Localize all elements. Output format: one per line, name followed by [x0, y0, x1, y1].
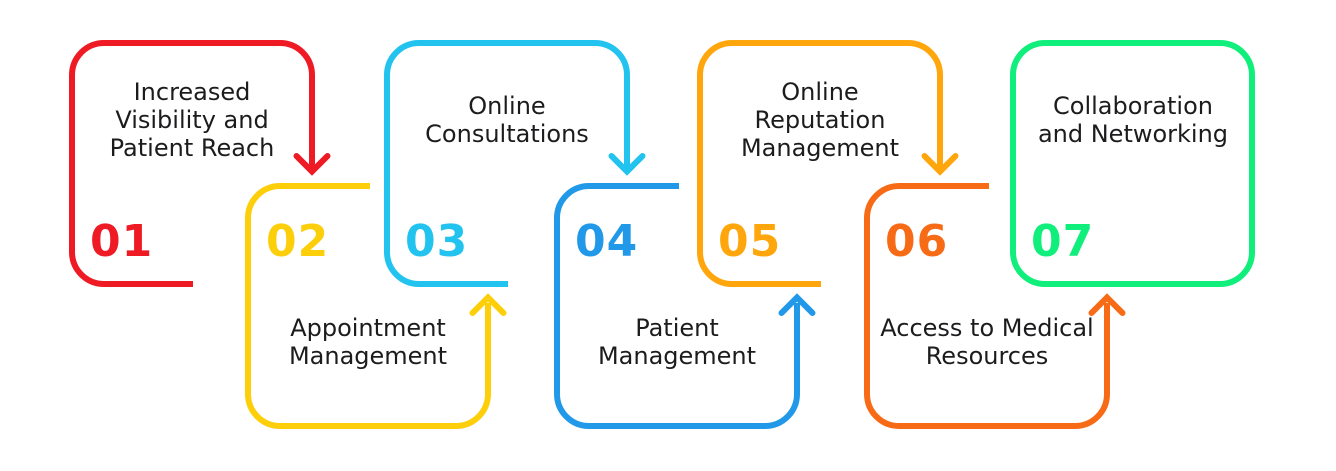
step-label: Access to Medical Resources: [880, 314, 1094, 370]
step-03-arrow-down-icon: [608, 153, 646, 176]
step-02-arrow-up-icon: [469, 293, 507, 316]
step-label: Appointment Management: [288, 314, 448, 370]
step-number: 06: [885, 216, 949, 267]
step-number: 07: [1031, 216, 1095, 267]
step-02-label-area: Appointment Management: [248, 304, 488, 380]
step-number: 04: [575, 216, 639, 267]
step-number: 05: [718, 216, 782, 267]
step-05-label-area: Online Reputation Management: [700, 72, 940, 168]
step-05-arrow-down-icon: [921, 153, 959, 176]
step-number: 03: [405, 216, 469, 267]
step-04-arrow-up-icon: [778, 293, 816, 316]
step-number: 02: [266, 216, 330, 267]
step-01-arrow-down-icon: [293, 153, 331, 176]
step-label: Patient Management: [597, 314, 757, 370]
step-06-outline: [864, 183, 1110, 429]
step-01-outline: [69, 40, 315, 287]
step-03-outline: [384, 40, 630, 287]
step-01-label-area: Increased Visibility and Patient Reach: [72, 72, 312, 168]
step-07-label-area: Collaboration and Networking: [1013, 72, 1253, 168]
step-06-label-area: Access to Medical Resources: [867, 304, 1107, 380]
step-05-outline: [697, 40, 943, 287]
step-03-label-area: Online Consultations: [387, 72, 627, 168]
step-04-label-area: Patient Management: [557, 304, 797, 380]
step-04-outline: [554, 183, 800, 429]
step-label: Online Consultations: [425, 92, 589, 148]
step-label: Increased Visibility and Patient Reach: [109, 78, 275, 162]
step-label: Online Reputation Management: [740, 78, 900, 162]
step-label: Collaboration and Networking: [1037, 92, 1229, 148]
step-07-outline: [1010, 40, 1255, 287]
step-02-outline: [245, 183, 491, 429]
step-number: 01: [90, 216, 154, 267]
step-06-arrow-up-icon: [1088, 293, 1126, 316]
